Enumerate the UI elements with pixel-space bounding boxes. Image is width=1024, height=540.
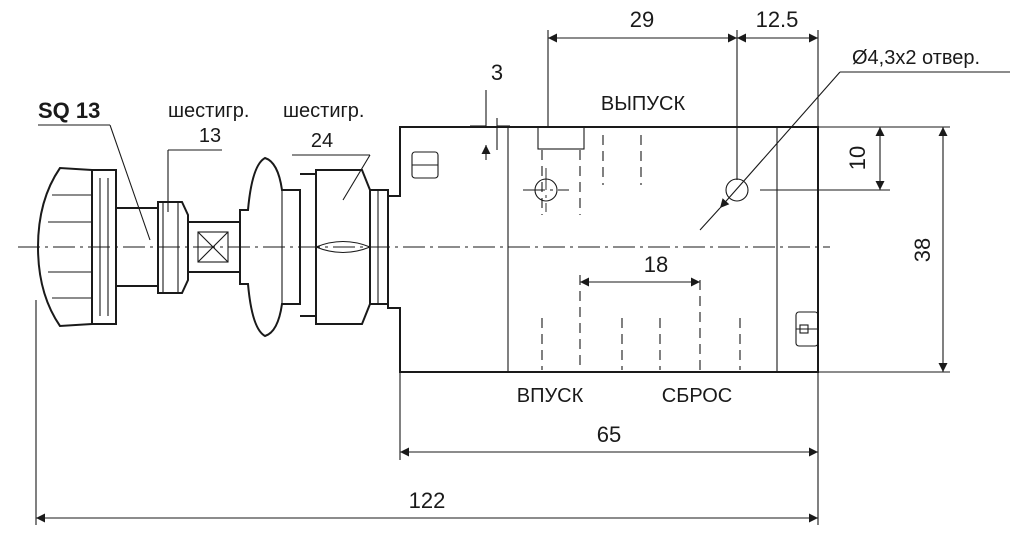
hole-leader [719, 71, 841, 209]
dim-65-label: 65 [597, 422, 621, 447]
hex24-title: шестигр. [283, 100, 364, 122]
hex13-title: шестигр. [168, 100, 249, 122]
valve-body [18, 126, 830, 373]
actuator [36, 156, 389, 338]
dim-18-label: 18 [644, 252, 668, 277]
inlet-label: ВПУСК [517, 385, 584, 407]
dim-29-label: 29 [630, 7, 654, 32]
dim-122-label: 122 [409, 488, 446, 513]
dimension-lines [35, 30, 1010, 525]
exhaust-label: СБРОС [662, 385, 732, 407]
dim-12-5-label: 12.5 [756, 7, 799, 32]
dim-3-label: 3 [491, 60, 503, 85]
hex13-value: 13 [199, 125, 221, 147]
dim-38-label: 38 [910, 238, 935, 262]
dim-10-label: 10 [845, 146, 870, 170]
holes-label: Ø4,3x2 отвер. [852, 47, 980, 69]
sq-label: SQ 13 [38, 98, 100, 123]
outlet-label: ВЫПУСК [601, 93, 686, 115]
hex24-value: 24 [311, 130, 333, 152]
